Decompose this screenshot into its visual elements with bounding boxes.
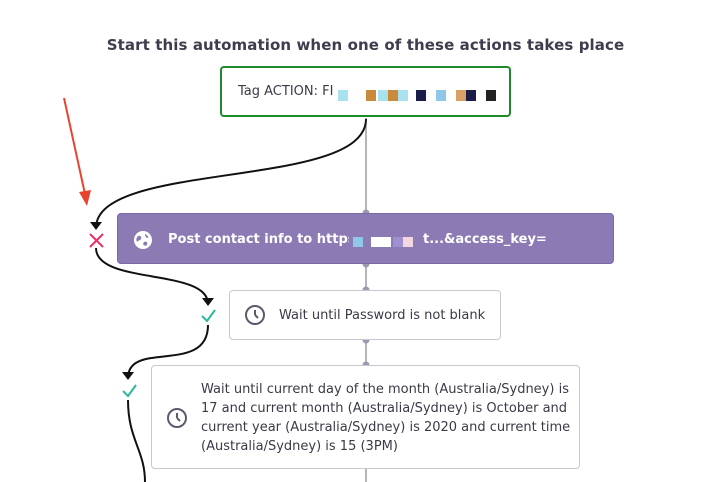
redacted-block — [334, 79, 500, 107]
redaction-pixel — [486, 90, 496, 101]
wait-condition-label: Wait until Password is not blank — [279, 308, 486, 323]
redaction-pixel — [466, 90, 476, 101]
redaction-pixel — [416, 90, 426, 101]
wait-datetime-label: Wait until current day of the month (Aus… — [201, 382, 571, 454]
redaction-pixel — [436, 90, 446, 101]
redaction-pixel — [398, 90, 408, 101]
branch-arrowhead — [122, 372, 134, 380]
redaction-pixel — [353, 237, 363, 247]
redaction-pixel — [393, 237, 403, 247]
branch-line-no — [95, 118, 367, 229]
redaction-pixel — [371, 237, 381, 247]
redaction-pixel — [403, 237, 413, 247]
wait-condition-node[interactable]: Wait until Password is not blank — [229, 290, 501, 340]
globe-icon — [134, 231, 152, 249]
redaction-pixel — [366, 90, 376, 101]
branch-arrowhead — [90, 222, 102, 230]
redaction-pixel — [338, 90, 348, 101]
automation-start-heading: Start this automation when one of these … — [106, 36, 625, 54]
redacted-block — [349, 229, 421, 251]
redaction-pixel — [378, 90, 388, 101]
clock-icon — [245, 305, 265, 325]
webhook-label-tail: t...&access_key= — [423, 232, 547, 247]
yes-path-check-icon — [122, 384, 137, 398]
redaction-pixel — [456, 90, 466, 101]
wait-datetime-node[interactable]: Wait until current day of the month (Aus… — [151, 365, 580, 469]
clock-icon — [167, 408, 187, 428]
redaction-pixel — [388, 90, 398, 101]
webhook-label: Post contact info to https://m — [168, 232, 384, 247]
branch-line-yes-3 — [127, 399, 146, 482]
trigger-label: Tag ACTION: FI — [238, 84, 334, 99]
yes-path-check-icon — [201, 309, 216, 323]
branch-arrowhead — [202, 298, 214, 306]
no-path-x-icon — [89, 233, 104, 248]
annotation-arrow-icon — [63, 97, 91, 206]
redaction-pixel — [381, 237, 391, 247]
